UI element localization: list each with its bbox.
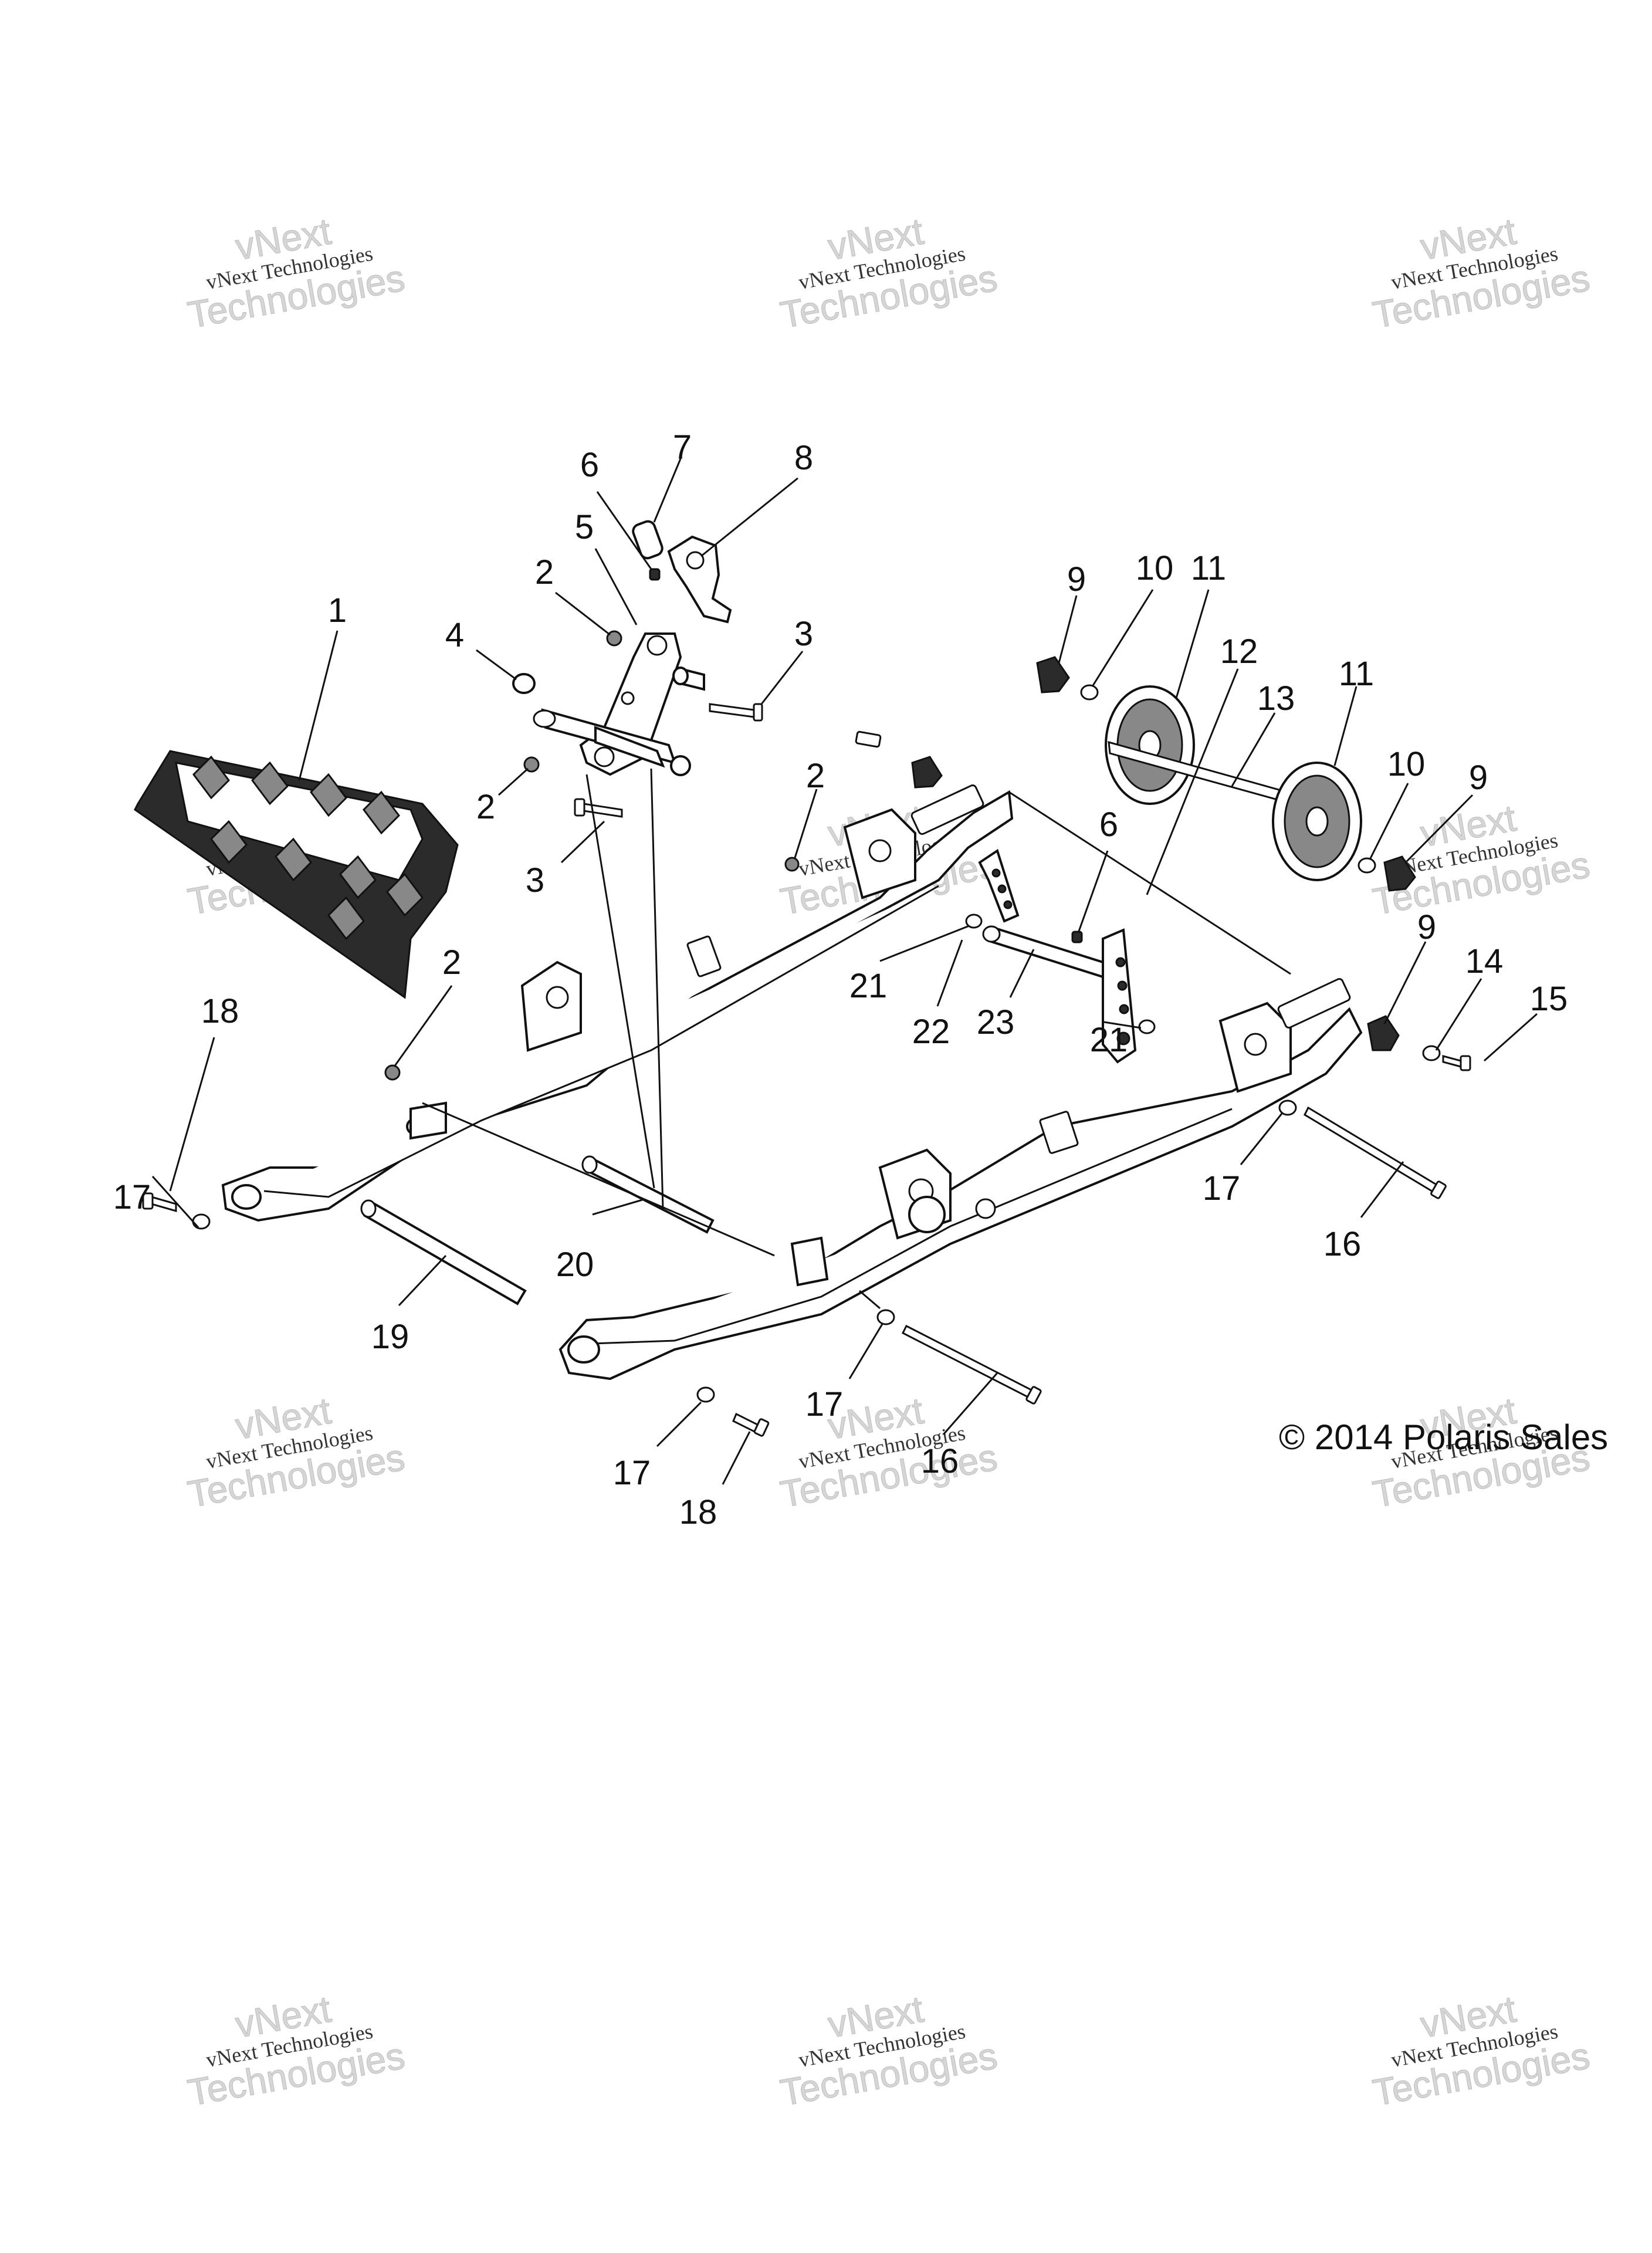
callout-16-lower: 16 [921,1442,959,1480]
callout-2-rail-upper: 2 [806,757,825,795]
part-22-bracket-right [1102,928,1137,1064]
callout-3-upper: 3 [794,615,813,653]
callout-9-right: 9 [1469,759,1488,797]
part-16-bolt-lower [901,1324,1042,1405]
callout-17-bottom: 17 [613,1454,651,1492]
callout-17-right: 17 [1203,1169,1241,1207]
watermark: vNext vNext Technologies Technologies [1369,796,1593,923]
callout-11-right: 11 [1339,655,1374,693]
part-2-nut-rail-upper [784,857,800,872]
callout-9-lower: 9 [1417,908,1436,946]
callout-2-rail-left: 2 [442,943,461,982]
watermark: vNext vNext Technologies Technologies [184,209,408,336]
callout-20: 20 [556,1246,594,1284]
callout-9-upper: 9 [1067,560,1086,598]
callout-18-left: 18 [201,992,239,1030]
part-21-washer-upper [965,914,983,929]
part-6-fitting-lower [1071,931,1083,943]
callouts: 1 2 2 2 2 3 3 4 5 6 6 7 8 9 9 9 10 [113,428,1568,1531]
copyright-text: © 2014 Polaris Sales [1279,1418,1608,1457]
part-2-nut-upper [606,630,622,647]
part-4-ring [512,673,536,694]
assembly-lines [422,768,1291,1310]
callout-1: 1 [328,591,347,630]
watermark: vNext vNext Technologies Technologies [184,1389,408,1515]
part-22-bracket-left [978,848,1020,923]
part-2-nut-left [523,756,540,773]
watermark: vNext vNext Technologies Technologies [777,1389,1000,1515]
callout-3-lower: 3 [526,861,544,899]
part-7-pin [632,520,663,560]
watermark: vNext vNext Technologies Technologies [1369,1987,1593,2114]
callout-13: 13 [1257,679,1295,718]
callout-8: 8 [794,439,813,477]
part-11-wheel-right [1272,762,1362,881]
part-21-washer-lower [1138,1019,1156,1034]
watermark: vNext vNext Technologies Technologies [1369,209,1593,336]
part-9-bumper-upper-left [1036,656,1070,694]
part-19-shaft [360,1199,527,1305]
part-9-bumper-lower [1367,1015,1400,1051]
callout-19: 19 [371,1318,409,1356]
rail-lower [558,977,1363,1381]
callout-21-lower: 21 [1090,1021,1128,1059]
watermark: vNext vNext Technologies Technologies [777,209,1000,336]
part-15-bolt [1442,1055,1471,1071]
callout-17-center: 17 [805,1385,844,1423]
callout-2-left: 2 [476,788,495,826]
callout-4: 4 [445,616,464,654]
callout-10-right: 10 [1387,745,1426,783]
part-18-bolt-bottom [732,1412,770,1437]
callout-16-right: 16 [1323,1225,1362,1263]
part-20-shaft [581,1155,715,1234]
front-arm-shafts [533,667,705,776]
part-18-bolt-left [142,1192,177,1212]
part-17-washer-right [1278,1100,1297,1116]
callout-7: 7 [673,428,692,466]
callout-6-upper: 6 [580,446,599,484]
part-17-washer-bottom [696,1386,715,1403]
callout-18-bottom: 18 [679,1493,717,1531]
callout-12: 12 [1220,632,1258,671]
part-6-fitting-upper [649,568,661,581]
callout-11-left: 11 [1191,549,1226,587]
callout-22: 22 [912,1013,950,1051]
part-10-washer-left [1080,684,1099,701]
callout-17-left: 17 [113,1178,151,1216]
part-23-shaft [982,925,1104,979]
part-16-bolt-right [1304,1106,1447,1199]
callout-2-upper: 2 [535,553,554,591]
callout-14: 14 [1465,942,1504,980]
part-10-washer-right [1358,857,1376,874]
callout-5: 5 [575,508,594,546]
watermark: vNext vNext Technologies Technologies [184,1987,408,2114]
part-1-track-mat [134,750,459,999]
part-3-bolt-upper [709,703,763,722]
part-17-washer-center [876,1309,895,1325]
watermark: vNext vNext Technologies Technologies [777,1987,1000,2114]
callout-23: 23 [977,1003,1015,1041]
callout-10-left: 10 [1136,549,1174,587]
upper-fixtures [855,730,943,789]
callout-15: 15 [1530,980,1568,1018]
callout-21-upper: 21 [849,967,888,1005]
part-9-bumper-right [1383,855,1416,892]
part-8-bracket [667,535,732,624]
part-17-washer-left [192,1213,211,1230]
callout-6-lower: 6 [1099,806,1118,844]
rail-upper [221,784,1014,1222]
part-2-nut-rail-left [384,1064,401,1081]
part-3-bolt-lower [574,798,623,818]
